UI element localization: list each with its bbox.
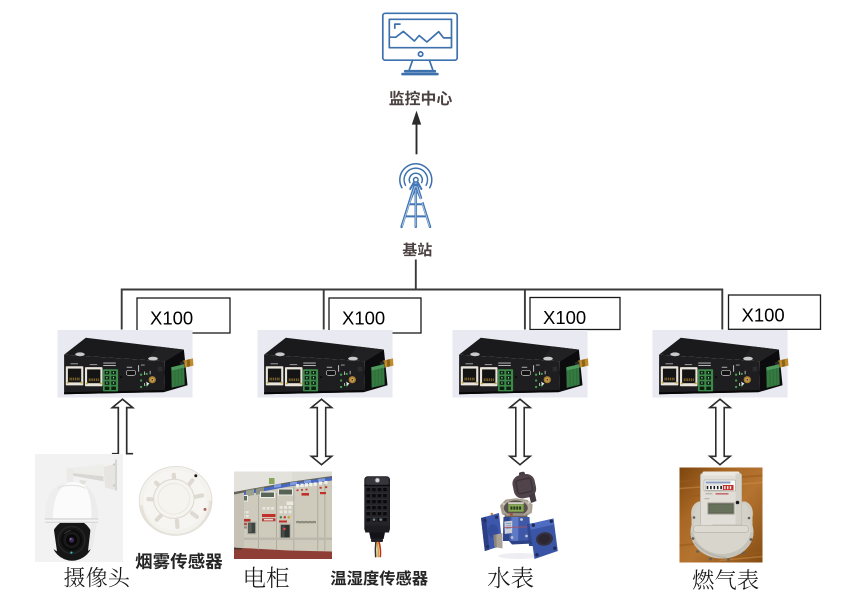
svg-text:X100: X100: [543, 307, 586, 328]
svg-text:X100: X100: [742, 304, 785, 325]
svg-text:X100: X100: [150, 307, 193, 328]
svg-text:X100: X100: [342, 307, 385, 328]
